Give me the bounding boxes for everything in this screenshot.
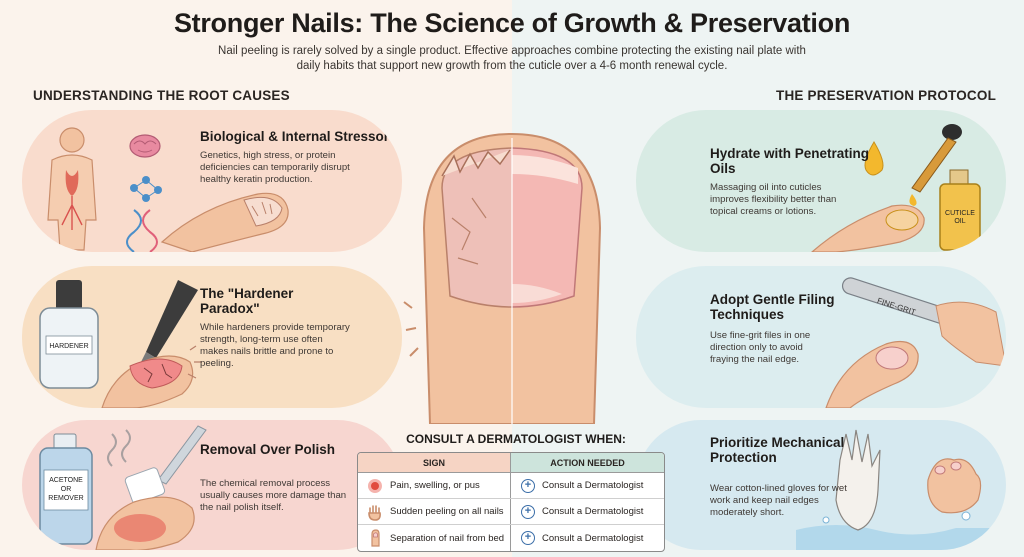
cuticle-oil-label: CUTICLE OIL bbox=[945, 210, 975, 225]
card-body: Massaging oil into cuticles improves fle… bbox=[710, 182, 837, 217]
page-title: Stronger Nails: The Science of Growth & … bbox=[173, 8, 851, 38]
bare-hand-icon bbox=[927, 458, 982, 514]
card-body: Wear cotton-lined gloves for wet work an… bbox=[710, 483, 847, 518]
biology-illustration bbox=[47, 127, 289, 252]
consult-table: SIGN ACTION NEEDED Pain, swelling, or pu… bbox=[357, 452, 665, 552]
hand-icon bbox=[368, 504, 381, 521]
action-text: Consult a Dermatologist bbox=[542, 480, 644, 491]
holding-hand-icon bbox=[935, 301, 1006, 367]
remover-bottle-label: ACETONE OR REMOVER bbox=[48, 477, 84, 502]
nail-file-icon: FINE-GRIT bbox=[841, 277, 959, 327]
card-title: Prioritize Mechanical Protection bbox=[710, 435, 845, 465]
card-mechanical-protection: Prioritize Mechanical Protection Wear co… bbox=[636, 420, 1006, 550]
fume-icon bbox=[107, 429, 131, 467]
sign-text: Sudden peeling on all nails bbox=[390, 506, 504, 517]
filing-illustration: FINE-GRIT bbox=[825, 277, 1006, 408]
brain-icon bbox=[129, 134, 161, 158]
healthy-nail-half bbox=[512, 147, 583, 308]
card-body: Use fine-grit files in one direction onl… bbox=[710, 330, 811, 365]
consult-title: CONSULT A DERMATOLOGIST WHEN: bbox=[406, 432, 626, 446]
peeling-finger-icon bbox=[160, 192, 289, 252]
cotton-pad-icon bbox=[124, 425, 207, 505]
oil-drop-icon bbox=[864, 141, 884, 176]
card-hardener-paradox: HARDENER The "Hardener Paradox" While ha… bbox=[22, 266, 402, 408]
column-header-sign: SIGN bbox=[358, 453, 511, 473]
table-header: SIGN ACTION NEEDED bbox=[358, 453, 664, 473]
table-row: Separation of nail from bed + Consult a … bbox=[358, 525, 664, 551]
hardener-bottle-icon: HARDENER bbox=[39, 280, 99, 389]
inflamed-finger-icon bbox=[95, 496, 195, 550]
plus-circle-icon: + bbox=[521, 531, 535, 545]
dropper-icon bbox=[909, 124, 962, 206]
action-text: Consult a Dermatologist bbox=[542, 532, 644, 544]
section-heading-preservation: THE PRESERVATION PROTOCOL bbox=[776, 88, 997, 103]
card-body: Genetics, high stress, or protein defici… bbox=[200, 150, 350, 185]
molecule-icon bbox=[130, 176, 162, 202]
sign-text: Separation of nail from bed bbox=[390, 532, 505, 544]
action-text: Consult a Dermatologist bbox=[542, 506, 644, 517]
card-removal-over-polish: ACETONE OR REMOVER Removal Over Polish T… bbox=[22, 420, 402, 550]
card-body: The chemical removal process usually cau… bbox=[200, 478, 347, 513]
card-body: While hardeners provide temporary streng… bbox=[200, 322, 350, 369]
damaged-nail-half bbox=[403, 147, 512, 357]
column-header-action: ACTION NEEDED bbox=[511, 453, 664, 473]
card-title: Adopt Gentle Filing Techniques bbox=[710, 292, 835, 322]
card-title: Biological & Internal Stressors bbox=[200, 129, 397, 144]
sign-text: Pain, swelling, or pus bbox=[390, 480, 480, 491]
body-silhouette-icon bbox=[47, 127, 97, 251]
card-biological-stressors: Biological & Internal Stressors Genetics… bbox=[22, 110, 402, 252]
oiled-finger-icon bbox=[811, 204, 925, 252]
card-title: Removal Over Polish bbox=[200, 442, 336, 457]
removal-illustration: ACETONE OR REMOVER bbox=[39, 425, 207, 550]
card-gentle-filing: FINE-GRIT Adopt Gentle Filing Techniques… bbox=[636, 266, 1006, 408]
hardener-illustration: HARDENER bbox=[39, 280, 202, 408]
gloves-illustration bbox=[796, 429, 1006, 550]
table-row: Pain, swelling, or pus + Consult a Derma… bbox=[358, 473, 664, 499]
filed-finger-icon bbox=[825, 341, 919, 408]
card-title: The "Hardener Paradox" bbox=[200, 286, 294, 316]
dna-icon bbox=[126, 209, 158, 252]
section-heading-root-causes: UNDERSTANDING THE ROOT CAUSES bbox=[33, 88, 290, 103]
brittle-finger-icon bbox=[101, 345, 202, 408]
inflammation-icon bbox=[368, 478, 382, 493]
hardener-bottle-label: HARDENER bbox=[49, 343, 88, 350]
cuticle-oil-bottle-icon: CUTICLE OIL bbox=[939, 169, 981, 251]
card-title: Hydrate with Penetrating Oils bbox=[710, 146, 870, 176]
table-row: Sudden peeling on all nails + Consult a … bbox=[358, 499, 664, 525]
plus-circle-icon: + bbox=[521, 478, 535, 493]
oil-illustration: CUTICLE OIL bbox=[811, 124, 981, 252]
finger-icon bbox=[371, 529, 380, 547]
card-penetrating-oils: CUTICLE OIL Hydrate with Penetrating Oil… bbox=[636, 110, 1006, 252]
glove-icon bbox=[835, 429, 881, 531]
remover-bottle-icon: ACETONE OR REMOVER bbox=[39, 433, 93, 545]
split-nail-illustration bbox=[403, 132, 602, 424]
page-subtitle: Nail peeling is rarely solved by a singl… bbox=[218, 45, 806, 72]
water-icon bbox=[796, 511, 1006, 550]
plus-circle-icon: + bbox=[521, 504, 535, 519]
